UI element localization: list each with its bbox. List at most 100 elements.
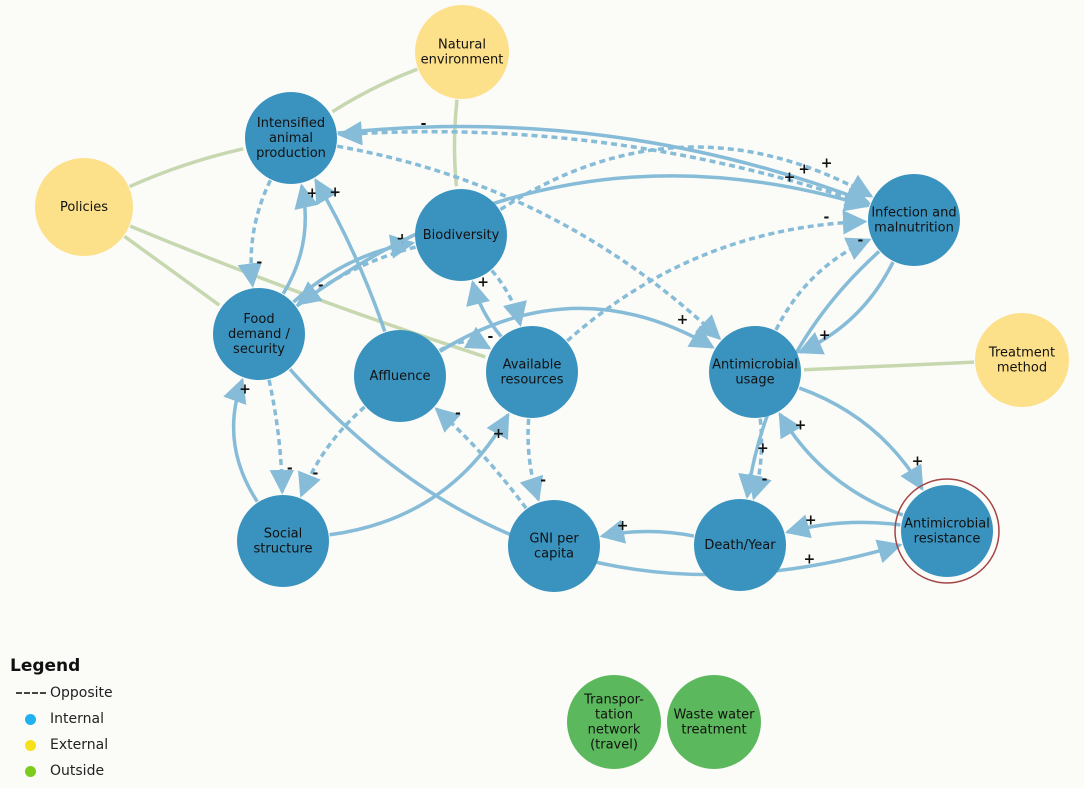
sign-amusage-to-infection: - [858, 232, 864, 248]
edge-biodiversity-to-infection [499, 145, 874, 211]
sign-food-to-social: - [287, 460, 293, 476]
internal-dot-icon [24, 713, 36, 725]
node-label-amusage: usage [735, 373, 774, 388]
node-label-amr: resistance [914, 532, 981, 547]
sign-social-to-food: + [239, 382, 251, 398]
edge-food-to-infection [295, 174, 870, 308]
edge-policies-to-food [123, 234, 221, 307]
node-circle-infection [868, 174, 960, 266]
edge-amusage-to-infection [774, 237, 872, 331]
node-label-amusage: Antimicrobial [712, 358, 798, 373]
sign-food-to-intensified: + [306, 186, 318, 202]
edge-amusage-to-amr [798, 386, 924, 491]
node-label-food: demand / [228, 327, 291, 342]
sign-food-to-infection: + [784, 170, 796, 186]
node-label-death: Death/Year [704, 538, 776, 553]
sign-amusage-to-death: - [762, 471, 768, 487]
node-label-gni: capita [534, 547, 574, 562]
node-circle-biodiversity [415, 189, 507, 281]
sign-biodiversity-to-food: - [318, 277, 324, 293]
edge-social-to-available [329, 412, 510, 537]
sign-affluence-to-intensified: + [329, 184, 341, 200]
node-label-infection: malnutrition [874, 221, 954, 236]
legend-label-internal: Internal [50, 711, 104, 727]
node-policies[interactable]: Policies [35, 158, 133, 256]
sign-food-to-amr: + [804, 552, 816, 568]
node-biodiversity[interactable]: Biodiversity [415, 189, 507, 281]
edge-natural-to-biodiversity [452, 99, 459, 187]
node-circle-social [237, 495, 329, 587]
legend-label-opposite: Opposite [50, 685, 113, 701]
node-circle-affluence [354, 330, 446, 422]
edge-death-to-gni [599, 519, 695, 544]
node-death[interactable]: Death/Year [694, 499, 786, 591]
resistance-highlight-ring [894, 478, 1000, 584]
sign-intensified-to-food: - [256, 254, 262, 270]
edge-available-to-infection [566, 210, 868, 343]
node-label-wastewater: treatment [681, 723, 746, 738]
node-label-intensified: animal [269, 131, 313, 146]
node-label-wastewater: Waste water [673, 708, 755, 723]
node-label-amr: Antimicrobial [904, 517, 990, 532]
node-label-treatment: Treatment [988, 346, 1055, 361]
edge-treatment-to-amusage [803, 360, 975, 372]
node-circle-intensified [245, 92, 337, 184]
edge-affluence-to-intensified [314, 178, 387, 333]
legend-label-outside: Outside [50, 763, 105, 779]
node-label-transport: tation [595, 708, 633, 723]
node-label-transport: network [588, 723, 641, 738]
edge-infection-to-intensified [337, 121, 871, 207]
node-affluence[interactable]: Affluence [354, 330, 446, 422]
node-circle-policies [35, 158, 133, 256]
edge-natural-to-intensified [331, 67, 418, 114]
sign-amusage-to-amr: + [912, 454, 924, 470]
node-circle-food [213, 288, 305, 380]
node-label-transport: (travel) [590, 738, 638, 753]
edge-biodiversity-to-available [490, 269, 527, 327]
sign-death-to-gni: + [617, 518, 629, 534]
edge-policies-to-intensified [128, 147, 244, 189]
dashed-line-icon [16, 692, 46, 694]
node-circle-amr [901, 485, 993, 577]
legend-row-opposite: Opposite [10, 680, 113, 706]
nodes-layer: NaturalenvironmentIntensifiedanimalprodu… [35, 5, 1069, 769]
sign-available-to-gni: - [540, 473, 546, 489]
edge-intensified-to-food [237, 179, 272, 288]
edge-amr-to-death [784, 514, 901, 539]
sign-amr-to-amusage: + [795, 417, 807, 433]
legend-label-external: External [50, 737, 109, 753]
edges-layer: +-+-++-+++-+---+-+-++-++-+++ [123, 67, 975, 577]
sign-biodiversity-to-infection: + [821, 155, 833, 171]
node-label-transport: Transpor- [583, 693, 644, 708]
node-label-available: resources [500, 373, 563, 388]
sign-infection-to-amusage: + [819, 328, 831, 344]
node-label-policies: Policies [60, 200, 108, 215]
edge-affluence-to-available [438, 326, 492, 353]
sign-infection-to-intensified: - [421, 116, 427, 132]
node-circle-available [486, 326, 578, 418]
sign-gni-to-affluence: - [455, 406, 461, 422]
node-label-gni: GNI per [529, 532, 579, 547]
node-label-food: Food [243, 312, 274, 327]
sign-available-to-infection: - [823, 209, 829, 225]
sign-food-to-biodiversity: + [396, 231, 408, 247]
sign-amr-to-death: + [805, 512, 817, 528]
node-label-biodiversity: Biodiversity [423, 228, 500, 243]
node-label-food: security [233, 342, 285, 357]
node-circle-wastewater [667, 675, 761, 769]
node-label-social: structure [254, 542, 313, 557]
edge-available-to-biodiversity [466, 280, 503, 338]
